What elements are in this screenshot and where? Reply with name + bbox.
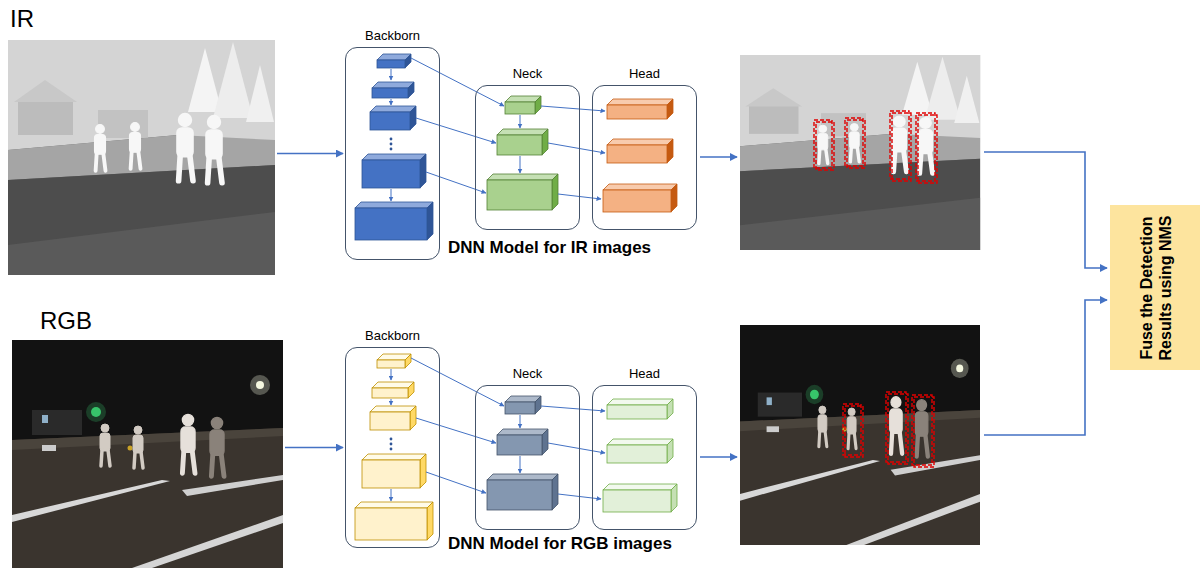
fusion-box: Fuse the Detection Results using NMS xyxy=(1110,205,1200,370)
head-box: Head xyxy=(592,385,697,530)
backbone-box: Backborn xyxy=(345,47,440,260)
neck-box: Neck xyxy=(475,85,580,230)
ir-photo xyxy=(8,40,275,275)
rgb-network-layers xyxy=(355,354,677,540)
ir-result-photo xyxy=(740,55,980,250)
rgb-result-photo xyxy=(740,325,980,545)
backbone-box: Backborn xyxy=(345,347,440,548)
node-text: Fuse the Detection Results using NMS xyxy=(1136,212,1174,363)
model-caption: DNN Model for RGB images xyxy=(448,534,672,554)
detection-boxes xyxy=(814,111,937,467)
head-box: Head xyxy=(592,85,697,230)
flow-arrows xyxy=(700,152,1107,457)
rotated-text-holder: Fuse the Detection Results using NMS xyxy=(1136,212,1174,363)
node-text: Neck xyxy=(513,366,543,382)
rgb-photo xyxy=(12,340,283,568)
ir-network-layers xyxy=(355,54,677,240)
node-text: Head xyxy=(629,66,660,82)
neck-box: Neck xyxy=(475,385,580,530)
node-text: RGB xyxy=(40,307,92,335)
node-text: Neck xyxy=(513,66,543,82)
model-caption: DNN Model for IR images xyxy=(448,238,651,258)
node-text: Head xyxy=(629,366,660,382)
node-text: IR xyxy=(10,5,34,33)
image-panel: RGB xyxy=(12,340,283,568)
connector-arrow xyxy=(277,153,343,155)
node-text: Backborn xyxy=(365,328,420,344)
connector-arrow xyxy=(285,447,343,449)
node-text: Backborn xyxy=(365,28,420,44)
image-panel: IR xyxy=(8,40,275,275)
